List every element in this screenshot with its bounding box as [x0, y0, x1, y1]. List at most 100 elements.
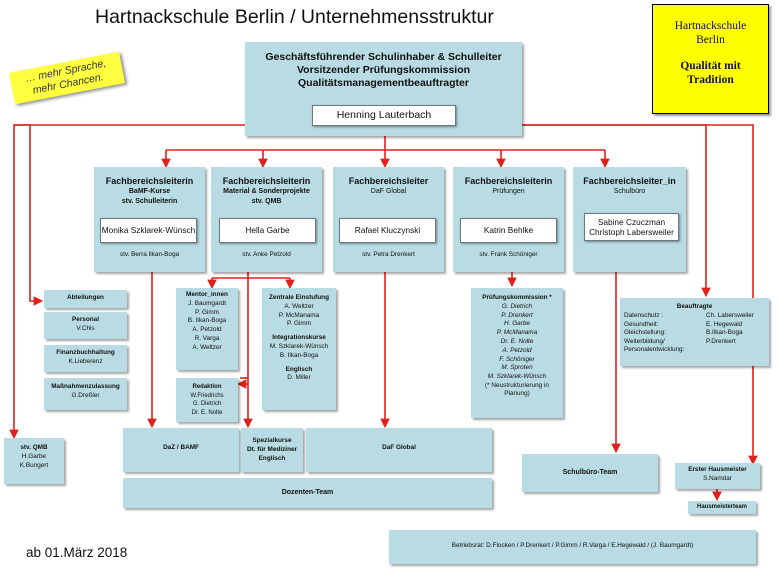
quality-slogan: Qualität mit Tradition: [680, 60, 741, 86]
pruefung-note: (* Neustrukturierung in Planung): [485, 381, 549, 397]
pruefung-title: Prüfungskommission *: [482, 294, 552, 301]
beauftragte-name: E. Hegewald: [706, 320, 743, 328]
dept-bamf-title: Fachbereichsleiterin: [105, 176, 194, 186]
dept-material-sub1: Material & Sonderprojekte: [223, 188, 310, 195]
redaktion-box: Redaktion W.Friedrichs G. Dietrich Dr. E…: [176, 378, 238, 422]
beauftragte-role: Weiterbildung/ Personalentwicklung:: [624, 338, 685, 353]
beauftragte-row: Gleichstellung: B.Ilkan-Boga: [624, 329, 765, 338]
englisch-name: D. Miller: [287, 374, 311, 382]
beauftragte-role: Datenschutz :: [624, 311, 664, 319]
zentrale-name: P. Gimm: [286, 320, 312, 328]
dept-schulbuero-title: Fachbereichsleiter_in: [583, 176, 676, 186]
head-line3: Qualitätsmanagementbeauftragter: [298, 77, 469, 89]
finanz-title: Finanzbuchhaltung: [56, 349, 115, 356]
line-to-beauftragte: [522, 124, 711, 298]
redaktion-name: Dr. E. Nolte: [191, 409, 223, 416]
beauftragte-name: Ch. Labersweiler: [706, 311, 754, 319]
dept-daf-title: Fachbereichsleiter: [348, 176, 429, 186]
qmb-name: H.Garbe: [21, 452, 47, 460]
dept-material-name: Hella Garbe: [219, 218, 316, 243]
mentor-name: A. Weltzer: [192, 343, 222, 351]
massnahmen-box: Maßnahmenzulassung G.Dreßler: [44, 378, 127, 410]
dept-pruefungen-name: Katrin Behlke: [460, 218, 557, 243]
spezial-line2: Dt. für Mediziner: [246, 445, 298, 453]
redaktion-name: W.Friedrichs: [190, 392, 224, 399]
englisch-title: Englisch: [285, 365, 313, 373]
redaktion-title: Redaktion: [192, 384, 222, 390]
massnahmen-name: G.Dreßler: [71, 391, 100, 399]
redaktion-name: G. Dietrich: [192, 401, 222, 408]
line-to-abteilungen: [14, 124, 44, 306]
mentor-name: B. Ilkan-Boga: [187, 317, 227, 325]
dept-schulbuero-name: Sabine Czuczman Christoph Labersweiler: [584, 213, 679, 241]
hausmeister-box: Erster Hausmeister S.Namdar: [675, 463, 760, 489]
dept-material-sub2: stv. QMB: [251, 197, 282, 205]
spezialkurse-box: Spezialkurse Dt. für Mediziner Englisch: [241, 428, 303, 472]
quality-box: Hartnackschule Berlin Qualität mit Tradi…: [652, 4, 769, 114]
beauftragte-box: Beauftragte Datenschutz : Ch. Labersweil…: [620, 298, 769, 366]
spezial-line1: Spezialkurse: [252, 437, 292, 444]
beauftragte-title: Beauftragte: [676, 303, 713, 310]
mentor-name: A. Petzold: [192, 326, 222, 334]
zentrale-box: Zentrale Einstufung A. Weltzer P. McMana…: [262, 288, 336, 410]
quality-school-name: Hartnackschule Berlin: [674, 20, 747, 46]
beauftragte-row: Weiterbildung/ Personalentwicklung: P.Dr…: [624, 338, 765, 353]
dept-bamf-deputy: stv. Berra Ilkan-Boga: [119, 251, 180, 258]
beauftragte-name: B.Ilkan-Boga: [706, 329, 743, 337]
integration-title: Integrationskurse: [272, 334, 326, 342]
personal-name: V.Chis: [76, 324, 95, 332]
dept-bamf-name: Monika Szklarek-Wünsch: [100, 218, 197, 243]
dept-bamf-sub1: BaMF-Kurse: [128, 188, 171, 195]
dept-schulbuero-sub1: Schulbüro: [613, 188, 646, 195]
personal-title: Personal: [72, 316, 99, 323]
daf-global-box: DaF Global: [306, 428, 492, 472]
qmb-title: stv. QMB: [20, 444, 48, 451]
pruefung-name: P. Drenkert: [501, 311, 533, 319]
dept-daf-sub1: DaF Global: [370, 188, 407, 195]
dept-pruefungen-deputy: stv. Frank Schöniger: [479, 251, 538, 258]
pruefung-name: Dr. E. Nolte: [500, 337, 534, 345]
spezial-line3: Englisch: [258, 454, 286, 462]
finanz-box: Finanzbuchhaltung K.Lieberenz: [44, 345, 127, 372]
hausmeisterteam-box: Hausmeisterteam: [688, 501, 756, 514]
massnahmen-title: Maßnahmenzulassung: [51, 383, 120, 390]
dept-daf-deputy: stv. Petra Drenkert: [362, 251, 415, 258]
beauftragte-role: Gleichstellung:: [624, 329, 666, 337]
dept-pruefungen-sub1: Prüfungen: [492, 188, 525, 195]
pruefung-name: M. Szklarek-Wünsch: [487, 373, 547, 381]
beauftragte-role: Gesundheit:: [624, 320, 659, 328]
pruefung-name: F. Schöniger: [499, 355, 535, 363]
pruefung-name: M. Sproten: [501, 364, 533, 372]
mentor-name: R. Varga: [194, 334, 220, 342]
mentor-box: Mentor_innen J. Baumgardt P. Gimm B. Ilk…: [176, 288, 238, 370]
beauftragte-row: Gesundheit: E. Hegewald: [624, 321, 765, 330]
dept-material-deputy: stv. Anke Petzold: [242, 251, 291, 258]
mentor-name: P. Gimm: [194, 308, 220, 316]
hausmeister-name: S.Namdar: [703, 474, 732, 482]
daz-bamf-box: DaZ / BAMF: [123, 428, 239, 472]
dept-material-title: Fachbereichsleiterin: [222, 176, 311, 186]
head-line1: Geschäftsführender Schulinhaber & Schull…: [265, 51, 502, 63]
integration-name: M. Szklarek-Wünsch: [269, 342, 329, 350]
finanz-name: K.Lieberenz: [68, 357, 103, 365]
qmb-name: K.Bungert: [19, 461, 49, 469]
pruefung-name: H. Garbe: [504, 320, 530, 328]
schulbuero-team-box: Schulbüro-Team: [522, 454, 658, 492]
zentrale-name: A. Weltzer: [284, 302, 314, 310]
dept-daf-name: Rafael Kluczynski: [339, 218, 436, 243]
dept-bamf-sub2: stv. Schulleiterin: [121, 197, 178, 205]
pruefung-name: A. Petzold: [502, 346, 532, 354]
betriebsrat-box: Betriebsrat: D.Flocken / P.Drenkert / P.…: [389, 530, 756, 564]
zentrale-name: P. McManama: [278, 311, 320, 319]
dozenten-team-box: Dozenten-Team: [123, 478, 492, 508]
beauftragte-row: Datenschutz : Ch. Labersweiler: [624, 312, 765, 321]
integration-name: B. Ilkan-Boga: [279, 351, 319, 359]
abteilungen-box: Abteilungen: [44, 290, 127, 308]
personal-box: Personal V.Chis: [44, 312, 127, 339]
dept-pruefungen-title: Fachbereichsleiterin: [464, 176, 553, 186]
zentrale-title: Zentrale Einstufung: [268, 294, 329, 301]
page-title: Hartnackschule Berlin / Unternehmensstru…: [95, 6, 494, 28]
beauftragte-name: P.Drenkert: [706, 338, 736, 346]
pruefung-name: G. Dietrich: [501, 302, 533, 310]
